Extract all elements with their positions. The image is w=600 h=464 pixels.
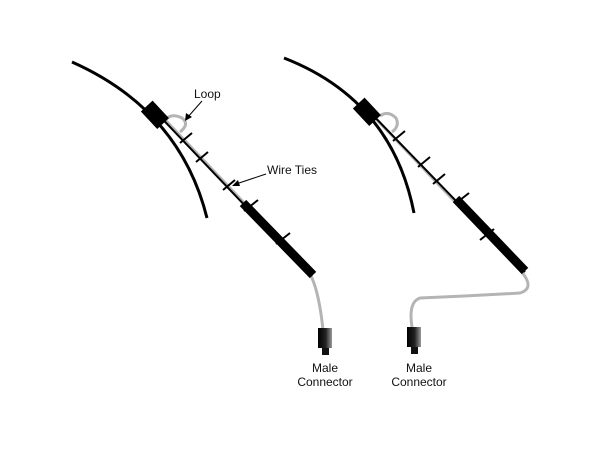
left-male-connector bbox=[318, 328, 332, 355]
left-wire-tie bbox=[243, 199, 259, 212]
left-cable-loop bbox=[164, 114, 187, 134]
right-wire-tie bbox=[392, 130, 406, 142]
right-antenna-base bbox=[452, 195, 529, 275]
left-wire-tie bbox=[222, 179, 236, 191]
left-connector-label: Male Connector bbox=[285, 361, 365, 389]
right-wire-tie bbox=[417, 156, 431, 168]
right-cable-loop bbox=[379, 111, 399, 134]
left-mast-arc bbox=[71, 60, 209, 219]
loop-callout-arrow bbox=[185, 100, 203, 121]
right-wire-tie bbox=[454, 192, 470, 205]
left-antenna-base bbox=[239, 199, 317, 279]
right-connector-label-line2: Connector bbox=[391, 375, 447, 389]
left-assembly bbox=[71, 60, 332, 355]
right-mast-arc bbox=[283, 56, 416, 214]
left-cable bbox=[148, 102, 325, 331]
right-mount-block bbox=[352, 97, 381, 127]
left-wire-tie bbox=[275, 232, 291, 245]
loop-label: Loop bbox=[194, 87, 221, 101]
right-wire-tie bbox=[479, 228, 495, 241]
left-connector-label-line2: Connector bbox=[297, 375, 353, 389]
wire-ties-callout-arrow bbox=[232, 173, 267, 186]
wire-ties-label: Wire Ties bbox=[267, 163, 318, 177]
right-assembly bbox=[283, 56, 530, 354]
right-male-connector bbox=[407, 327, 421, 354]
left-wire-tie bbox=[179, 132, 193, 144]
left-wire-tie bbox=[195, 151, 209, 163]
right-connector-label-line1: Male bbox=[405, 361, 432, 375]
right-connector-label: Male Connector bbox=[379, 361, 459, 389]
left-connector-label-line1: Male bbox=[311, 361, 338, 375]
left-mount-block bbox=[140, 100, 169, 130]
right-cable bbox=[360, 102, 530, 328]
right-wire-tie bbox=[432, 173, 446, 185]
